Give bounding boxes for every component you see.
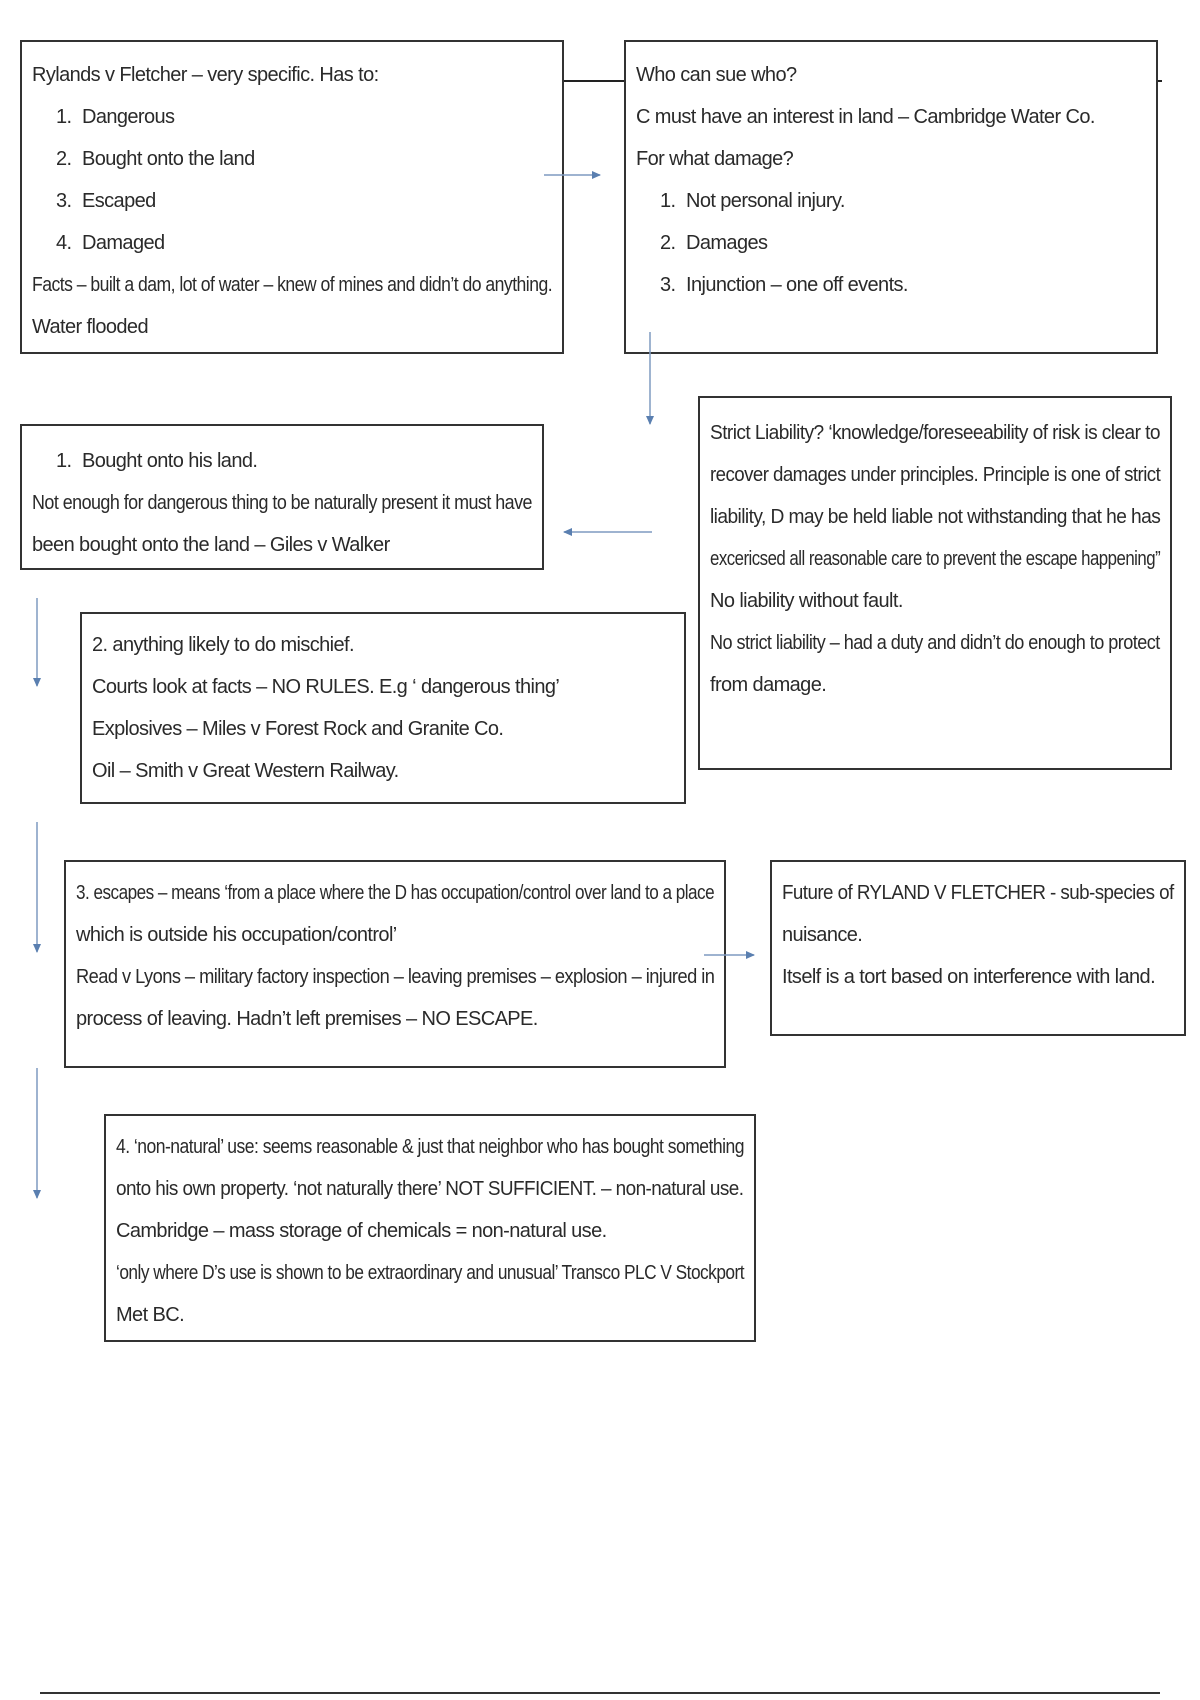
box8-line: Cambridge – mass storage of chemicals = … [116, 1220, 607, 1242]
list-item: 1.Not personal injury. [660, 190, 845, 212]
box1-intro: Rylands v Fletcher – very specific. Has … [32, 64, 379, 86]
box2-question-2: For what damage? [636, 148, 794, 170]
box4-line: been bought onto the land – Giles v Walk… [32, 534, 390, 556]
box8-line: 4. ‘non-natural’ use: seems reasonable &… [116, 1136, 744, 1158]
box2-answer-1: C must have an interest in land – Cambri… [636, 106, 1095, 128]
list-item: 2.Bought onto the land [56, 148, 255, 170]
box3-line: recover damages under principles. Princi… [710, 464, 1161, 486]
box6-line: process of leaving. Hadn’t left premises… [76, 1008, 538, 1030]
list-item: 3.Escaped [56, 190, 156, 212]
future-box: Future of RYLAND V FLETCHER - sub-specie… [770, 860, 1186, 1036]
non-natural-use-box: 4. ‘non-natural’ use: seems reasonable &… [104, 1114, 756, 1342]
box3-line: No strict liability – had a duty and did… [710, 632, 1160, 654]
list-item: 1.Bought onto his land. [56, 450, 258, 472]
box3-line: excericsed all reasonable care to preven… [710, 548, 1161, 570]
box3-line: liability, D may be held liable not with… [710, 506, 1161, 528]
list-item: 3.Injunction – one off events. [660, 274, 909, 296]
box3-line: Strict Liability? ‘knowledge/foreseeabil… [710, 422, 1161, 444]
box5-line: Oil – Smith v Great Western Railway. [92, 760, 399, 782]
box6-line: Read v Lyons – military factory inspecti… [76, 966, 715, 988]
box6-line: which is outside his occupation/control’ [76, 924, 397, 946]
box1-list: 1.Dangerous 2.Bought onto the land 3.Esc… [32, 96, 552, 264]
box2-question-1: Who can sue who? [636, 64, 797, 86]
strict-liability-box: Strict Liability? ‘knowledge/foreseeabil… [698, 396, 1172, 770]
bought-onto-land-box: 1.Bought onto his land. Not enough for d… [20, 424, 544, 570]
who-can-sue-box: Who can sue who? C must have an interest… [624, 40, 1158, 354]
box8-line: onto his own property. ‘not naturally th… [116, 1178, 744, 1200]
box8-line: ‘only where D’s use is shown to be extra… [116, 1262, 745, 1284]
rylands-requirements-box: Rylands v Fletcher – very specific. Has … [20, 40, 564, 354]
box7-line: Itself is a tort based on interference w… [782, 966, 1156, 988]
box6-line: 3. escapes – means ‘from a place where t… [76, 882, 715, 904]
box7-line: Future of RYLAND V FLETCHER - sub-specie… [782, 882, 1174, 904]
box3-line: from damage. [710, 674, 827, 696]
box5-line: 2. anything likely to do mischief. [92, 634, 355, 656]
list-item: 4.Damaged [56, 232, 165, 254]
box3-line: No liability without fault. [710, 590, 903, 612]
box7-line: nuisance. [782, 924, 863, 946]
box1-facts: Facts – built a dam, lot of water – knew… [32, 274, 553, 296]
box8-line: Met BC. [116, 1304, 185, 1326]
box2-list: 1.Not personal injury. 2.Damages 3.Injun… [636, 180, 1146, 306]
box5-line: Courts look at facts – NO RULES. E.g ‘ d… [92, 676, 560, 698]
box5-line: Explosives – Miles v Forest Rock and Gra… [92, 718, 504, 740]
escapes-box: 3. escapes – means ‘from a place where t… [64, 860, 726, 1068]
box4-list: 1.Bought onto his land. [32, 440, 532, 482]
bottom-rule [40, 1692, 1160, 1694]
mischief-box: 2. anything likely to do mischief. Court… [80, 612, 686, 804]
list-item: 1.Dangerous [56, 106, 175, 128]
box1-facts-cont: Water flooded [32, 316, 149, 338]
list-item: 2.Damages [660, 232, 768, 254]
box4-line: Not enough for dangerous thing to be nat… [32, 492, 532, 514]
